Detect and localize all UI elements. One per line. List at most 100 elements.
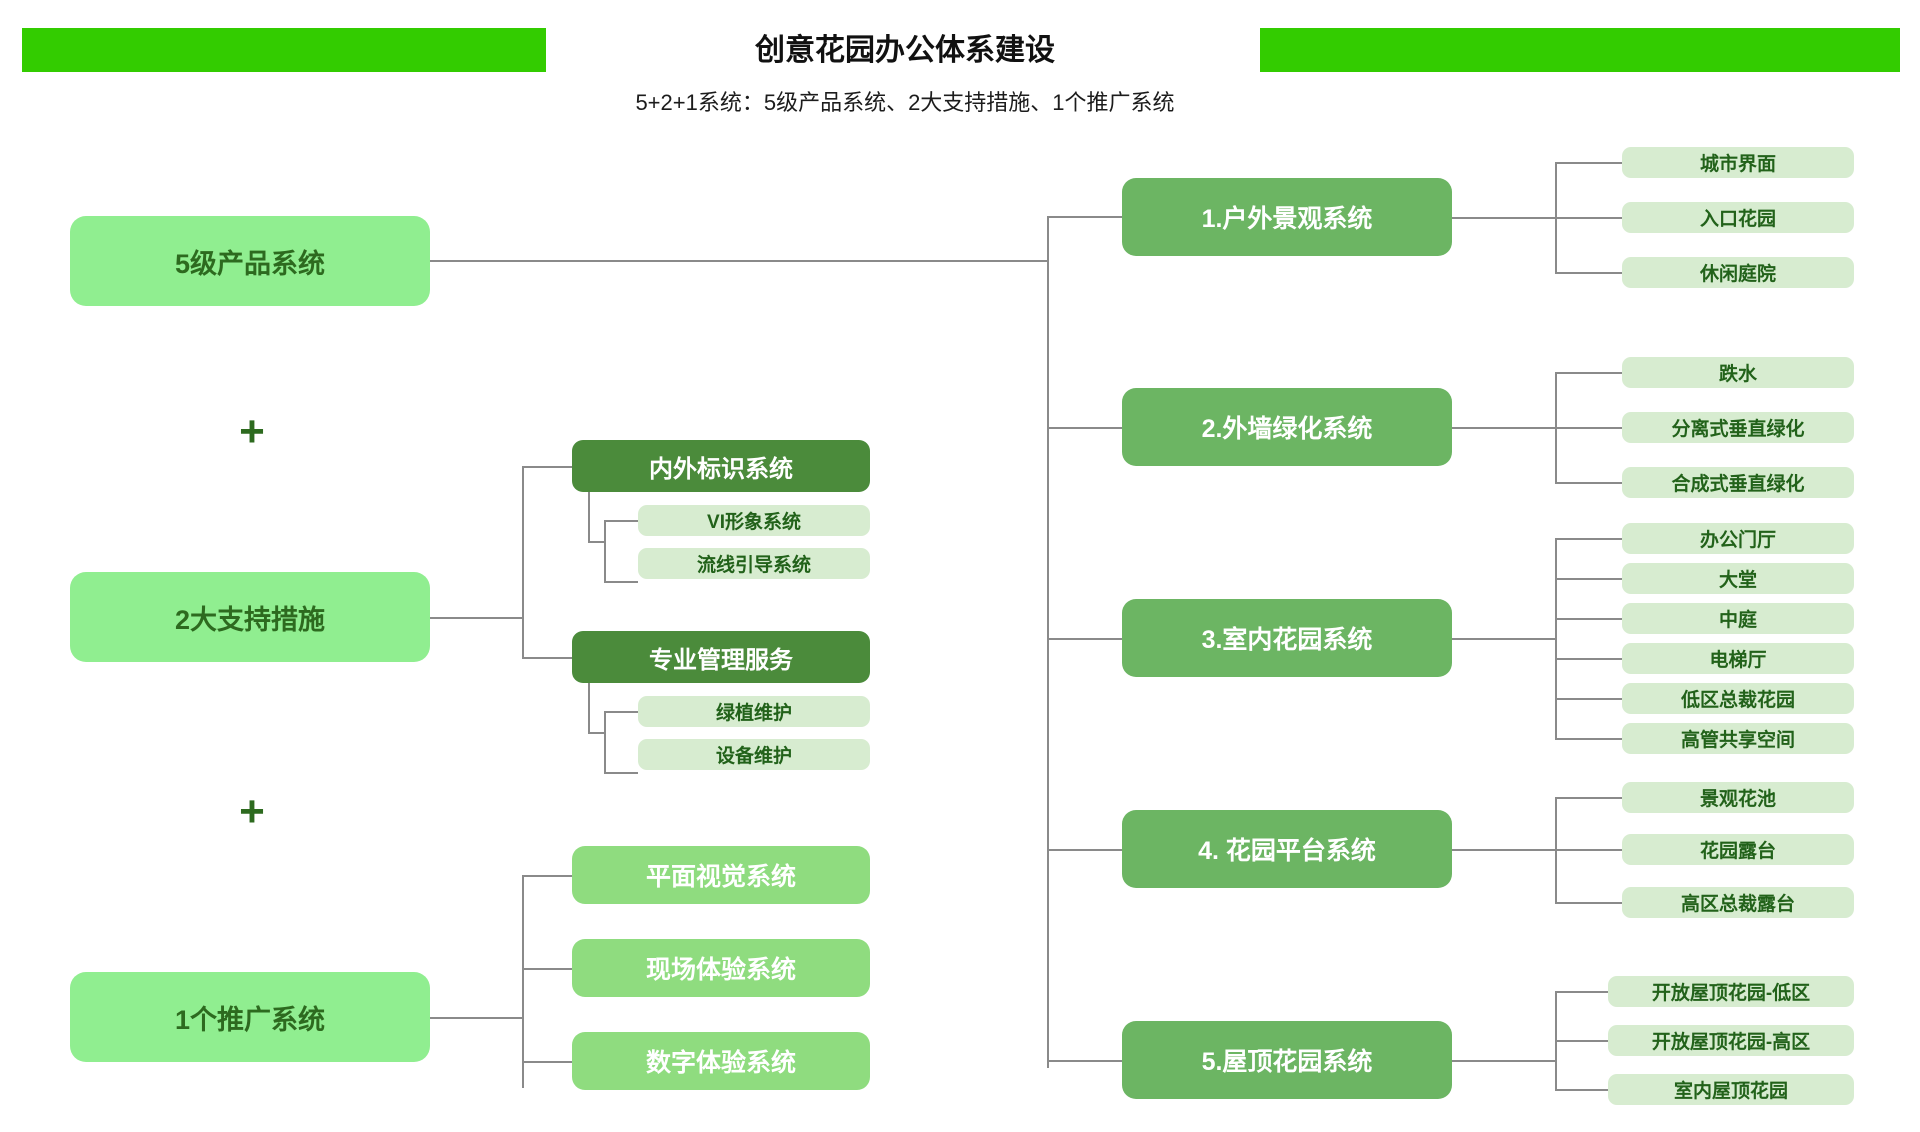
pillar-label: 1个推广系统 bbox=[174, 1004, 326, 1035]
connector bbox=[1555, 1040, 1622, 1042]
leaf-box[interactable]: VI形象系统 bbox=[638, 505, 870, 536]
leaf-box[interactable]: 流线引导系统 bbox=[638, 548, 870, 579]
support-header-2[interactable]: 专业管理服务 bbox=[572, 631, 870, 683]
connector bbox=[522, 466, 524, 658]
leaf-label: 高管共享空间 bbox=[1680, 730, 1795, 751]
promotion-box-2[interactable]: 现场体验系统 bbox=[572, 939, 870, 997]
plus-operator-1: + bbox=[239, 407, 265, 456]
leaf-box[interactable]: 合成式垂直绿化 bbox=[1622, 467, 1854, 498]
connector bbox=[522, 968, 572, 970]
connector bbox=[1555, 658, 1622, 660]
pillar-support-measures[interactable]: 2大支持措施 bbox=[70, 572, 430, 662]
connector bbox=[1047, 216, 1122, 218]
leaf-box[interactable]: 办公门厅 bbox=[1622, 523, 1854, 554]
connector bbox=[430, 1017, 523, 1019]
connector bbox=[1555, 427, 1622, 429]
header-bar-right bbox=[1260, 28, 1900, 72]
leaf-label: 休闲庭院 bbox=[1699, 264, 1776, 285]
leaf-box[interactable]: 花园露台 bbox=[1622, 834, 1854, 865]
leaf-label: 景观花池 bbox=[1699, 789, 1776, 810]
connector bbox=[522, 657, 572, 659]
connector bbox=[588, 732, 605, 734]
system-box-5[interactable]: 5.屋顶花园系统 bbox=[1122, 1021, 1452, 1099]
system-label: 4. 花园平台系统 bbox=[1198, 837, 1376, 865]
system-label: 1.户外景观系统 bbox=[1201, 205, 1373, 233]
leaf-label: 开放屋顶花园-低区 bbox=[1651, 983, 1811, 1004]
connector bbox=[1047, 638, 1122, 640]
leaf-box[interactable]: 景观花池 bbox=[1622, 782, 1854, 813]
pillar-promotion-system[interactable]: 1个推广系统 bbox=[70, 972, 430, 1062]
leaf-label: 室内屋顶花园 bbox=[1673, 1081, 1788, 1102]
leaf-label: 电梯厅 bbox=[1709, 650, 1767, 671]
support-label: 内外标识系统 bbox=[649, 455, 793, 483]
connector bbox=[522, 875, 524, 1088]
system-box-1[interactable]: 1.户外景观系统 bbox=[1122, 178, 1452, 256]
page-title: 创意花园办公体系建设 bbox=[755, 34, 1055, 67]
leaf-label: 低区总裁花园 bbox=[1680, 690, 1795, 711]
connector bbox=[1555, 991, 1622, 993]
leaf-box[interactable]: 大堂 bbox=[1622, 563, 1854, 594]
leaf-label: 流线引导系统 bbox=[696, 555, 811, 576]
connector bbox=[1555, 372, 1622, 374]
leaf-box[interactable]: 高管共享空间 bbox=[1622, 723, 1854, 754]
leaf-box[interactable]: 绿植维护 bbox=[638, 696, 870, 727]
page-subtitle: 5+2+1系统：5级产品系统、2大支持措施、1个推广系统 bbox=[635, 90, 1175, 115]
leaf-label: 城市界面 bbox=[1699, 154, 1776, 175]
leaf-box[interactable]: 城市界面 bbox=[1622, 147, 1854, 178]
leaf-box[interactable]: 开放屋顶花园-低区 bbox=[1608, 976, 1854, 1007]
connector bbox=[1555, 272, 1622, 274]
leaf-box[interactable]: 设备维护 bbox=[638, 739, 870, 770]
connector bbox=[430, 617, 523, 619]
system-box-3[interactable]: 3.室内花园系统 bbox=[1122, 599, 1452, 677]
connector bbox=[1555, 162, 1622, 164]
system-label: 2.外墙绿化系统 bbox=[1201, 415, 1373, 443]
connector bbox=[1555, 797, 1622, 799]
connector bbox=[1555, 902, 1622, 904]
leaf-box[interactable]: 中庭 bbox=[1622, 603, 1854, 634]
connector bbox=[604, 520, 606, 582]
promotion-box-1[interactable]: 平面视觉系统 bbox=[572, 846, 870, 904]
connector bbox=[1555, 849, 1622, 851]
system-box-2[interactable]: 2.外墙绿化系统 bbox=[1122, 388, 1452, 466]
connector bbox=[1555, 738, 1622, 740]
plus-operator-2: + bbox=[239, 787, 265, 836]
connector bbox=[588, 492, 590, 542]
connector bbox=[522, 1061, 572, 1063]
leaf-box[interactable]: 开放屋顶花园-高区 bbox=[1608, 1025, 1854, 1056]
connector bbox=[1452, 1060, 1556, 1062]
leaf-box[interactable]: 入口花园 bbox=[1622, 202, 1854, 233]
connector bbox=[604, 520, 638, 522]
system-label: 3.室内花园系统 bbox=[1201, 626, 1373, 654]
leaf-box[interactable]: 低区总裁花园 bbox=[1622, 683, 1854, 714]
connector bbox=[522, 875, 572, 877]
connector bbox=[1555, 1089, 1622, 1091]
connector bbox=[604, 711, 638, 713]
leaf-label: 入口花园 bbox=[1699, 209, 1776, 230]
connector bbox=[1047, 427, 1122, 429]
connector bbox=[1452, 638, 1556, 640]
leaf-label: 中庭 bbox=[1718, 610, 1757, 631]
system-box-4[interactable]: 4. 花园平台系统 bbox=[1122, 810, 1452, 888]
promotion-box-3[interactable]: 数字体验系统 bbox=[572, 1032, 870, 1090]
leaf-box[interactable]: 分离式垂直绿化 bbox=[1622, 412, 1854, 443]
connector bbox=[588, 683, 590, 733]
connector bbox=[604, 711, 606, 773]
leaf-box[interactable]: 休闲庭院 bbox=[1622, 257, 1854, 288]
leaf-label: 分离式垂直绿化 bbox=[1671, 419, 1805, 440]
leaf-box[interactable]: 电梯厅 bbox=[1622, 643, 1854, 674]
leaf-box[interactable]: 高区总裁露台 bbox=[1622, 887, 1854, 918]
leaf-label: 大堂 bbox=[1718, 570, 1757, 591]
promotion-label: 平面视觉系统 bbox=[645, 863, 796, 891]
connector bbox=[1555, 538, 1622, 540]
leaf-box[interactable]: 跌水 bbox=[1622, 357, 1854, 388]
header-bar-left bbox=[22, 28, 546, 72]
support-header-1[interactable]: 内外标识系统 bbox=[572, 440, 870, 492]
leaf-box[interactable]: 室内屋顶花园 bbox=[1608, 1074, 1854, 1105]
pillar-product-system[interactable]: 5级产品系统 bbox=[70, 216, 430, 306]
connector bbox=[588, 541, 605, 543]
leaf-label: 设备维护 bbox=[715, 746, 792, 767]
connector bbox=[522, 466, 572, 468]
system-label: 5.屋顶花园系统 bbox=[1201, 1048, 1373, 1076]
connector bbox=[1047, 849, 1122, 851]
leaf-label: 高区总裁露台 bbox=[1680, 894, 1795, 915]
